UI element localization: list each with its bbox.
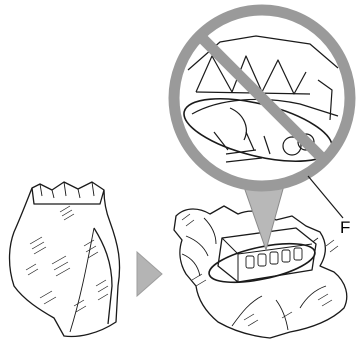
sealed-package <box>10 182 120 336</box>
callout-label: F <box>340 218 350 237</box>
right-arrow-icon <box>137 252 162 296</box>
callout-leader-line <box>308 176 343 218</box>
magnified-view <box>174 10 350 186</box>
